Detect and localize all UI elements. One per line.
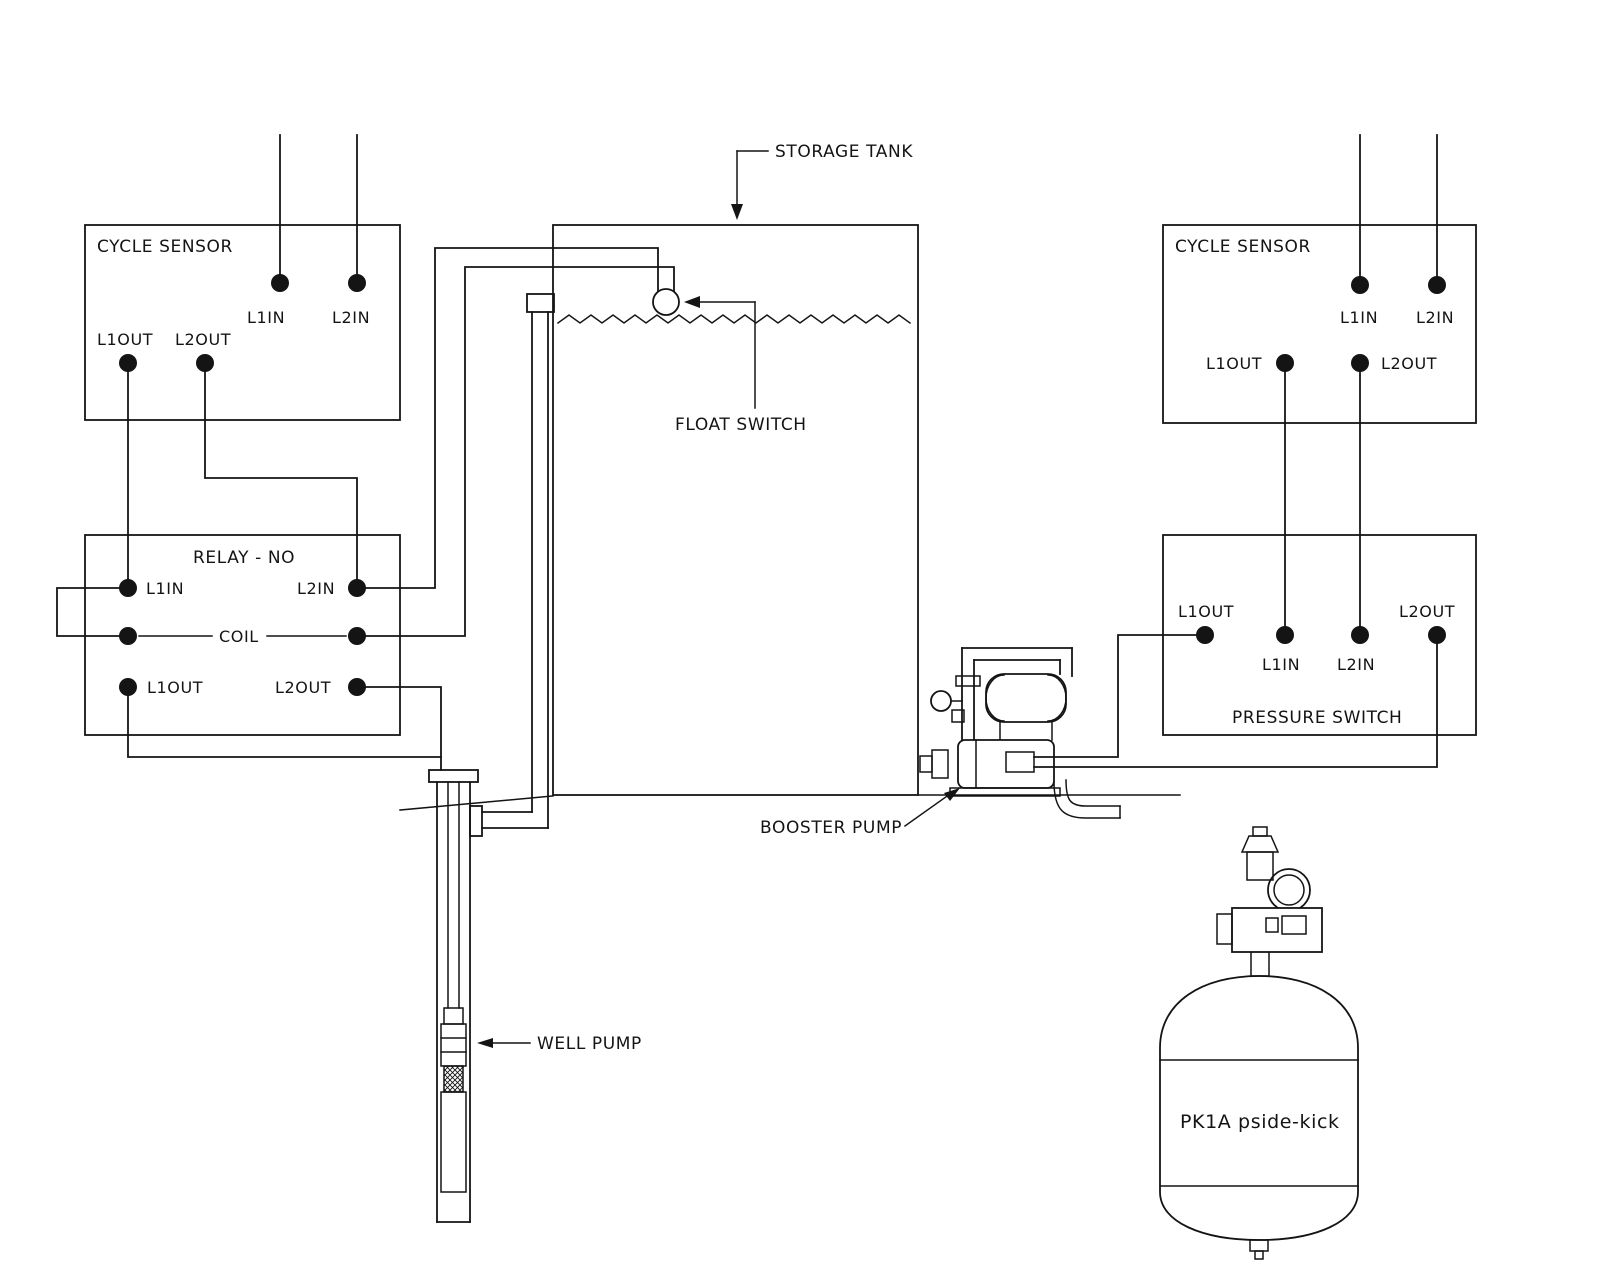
valve-bonnet <box>1246 851 1274 881</box>
pressure-gauge-small <box>930 690 952 712</box>
tank-drain-plug <box>1254 1250 1264 1260</box>
ps-label-l1in: L1IN <box>1262 655 1300 674</box>
motor-terminal-box <box>1005 751 1035 773</box>
tank-bottom-fitting <box>1249 1239 1269 1252</box>
booster-tank-cap-right <box>1047 674 1067 722</box>
cycle-sensor-right-title: CYCLE SENSOR <box>1175 237 1311 257</box>
valve-detail-a <box>1265 917 1279 933</box>
terminal-label-l1in: L1IN <box>247 308 285 327</box>
relay-title: RELAY - NO <box>193 548 295 568</box>
booster-tank-cap-left <box>985 674 1005 722</box>
booster-tank <box>985 673 1067 723</box>
cycle-sensor-left: CYCLE SENSOR L1IN L2IN L1OUT L2OUT <box>84 134 401 421</box>
float-switch: FLOAT SWITCH <box>652 288 807 435</box>
terminal-dot-l1in <box>1351 276 1369 294</box>
pitless-adapter-fitting <box>469 805 483 837</box>
storage-tank-label: STORAGE TANK <box>775 142 913 162</box>
relay-label-l2out: L2OUT <box>275 678 331 697</box>
pump-body-upper <box>440 1023 467 1067</box>
ps-label-l1out: L1OUT <box>1178 602 1234 621</box>
wire-l1in-to-coil-loop <box>56 587 129 637</box>
well-pump-label: WELL PUMP <box>537 1034 642 1054</box>
inlet-fitting-a <box>919 755 933 773</box>
ground <box>399 794 1181 811</box>
float-switch-arrowhead <box>684 296 700 308</box>
relay-box <box>84 534 401 736</box>
valve-inlet-bolt <box>1216 913 1233 945</box>
terminal-dot-l2in <box>1428 276 1446 294</box>
cycle-sensor-right-box <box>1162 224 1477 424</box>
pump-check-valve <box>443 1007 464 1025</box>
relay-label-l1out: L1OUT <box>147 678 203 697</box>
booster-pump: BOOSTER PUMP <box>760 647 1121 838</box>
wire-ps-l2out-to-booster <box>1033 634 1438 768</box>
ps-label-l2in: L2IN <box>1337 655 1375 674</box>
pipe-union-fitting <box>955 675 981 687</box>
well-pump-arrowhead <box>477 1038 493 1048</box>
valve-detail-b <box>1281 915 1307 935</box>
valve-body <box>1231 907 1323 953</box>
storage-tank-arrowhead <box>731 204 743 220</box>
terminal-label-l1out: L1OUT <box>1206 354 1262 373</box>
wire-sensor-l2out-to-relay-l2in <box>204 362 358 589</box>
well-casing-flange <box>428 769 479 783</box>
wiring-right <box>1033 362 1438 768</box>
side-kick-tank-outline <box>1159 975 1359 1241</box>
well-pump: WELL PUMP <box>428 769 642 1223</box>
storage-tank-outline <box>552 224 919 796</box>
terminal-label-l1out: L1OUT <box>97 330 153 349</box>
relay-label-coil: COIL <box>219 627 259 646</box>
terminal-label-l1in: L1IN <box>1340 308 1378 327</box>
pump-intake-screen <box>443 1065 464 1093</box>
relay-label-l1in: L1IN <box>146 579 184 598</box>
outlet-pipe-inner <box>1053 781 1121 819</box>
relief-valve-fitting <box>951 709 965 723</box>
valve-cap-top <box>1252 826 1268 837</box>
wire-coil-to-float-b <box>356 266 675 637</box>
terminal-label-l2in: L2IN <box>1416 308 1454 327</box>
cycle-sensor-left-box <box>84 224 401 421</box>
supply-pipe <box>469 293 555 837</box>
booster-pump-label: BOOSTER PUMP <box>760 818 902 838</box>
ps-label-l2out: L2OUT <box>1399 602 1455 621</box>
terminal-dot-l2in <box>348 274 366 292</box>
storage-tank: STORAGE TANK <box>552 142 919 796</box>
pressure-switch-title: PRESSURE SWITCH <box>1232 708 1402 728</box>
booster-pump-arrowhead <box>944 788 960 801</box>
wire-relay-to-float-a <box>356 247 659 589</box>
terminal-label-l2in: L2IN <box>332 308 370 327</box>
pipe-elbow-top <box>526 293 555 313</box>
side-kick-tank: PK1A pside-kick <box>1159 826 1359 1260</box>
inlet-fitting-b <box>931 749 949 779</box>
ground-line-left <box>399 795 554 811</box>
outlet-pipe-outer <box>1065 779 1121 807</box>
valve-cap <box>1240 835 1280 853</box>
pressure-switch: L1OUT L2OUT L1IN L2IN PRESSURE SWITCH <box>1162 534 1477 736</box>
wire-l1out-to-well-pump <box>127 686 442 758</box>
booster-pump-leader <box>903 792 952 828</box>
side-kick-label: PK1A pside-kick <box>1180 1111 1340 1133</box>
wiring-left <box>56 247 675 771</box>
valve-neck <box>1250 949 1270 977</box>
relay-no: RELAY - NO L1IN L2IN COIL L1OUT L2OUT <box>84 534 401 736</box>
wire-l2out-to-well-pump <box>356 686 442 771</box>
pressure-gauge-face <box>1273 874 1305 906</box>
wire-ps-l1out-to-booster <box>1033 634 1206 758</box>
terminal-label-l2out: L2OUT <box>1381 354 1437 373</box>
water-level-line <box>556 314 912 325</box>
cycle-sensor-left-title: CYCLE SENSOR <box>97 237 233 257</box>
terminal-dot-l1in <box>271 274 289 292</box>
float-switch-ball <box>652 288 680 316</box>
pump-motor-lower <box>440 1091 467 1193</box>
terminal-label-l2out: L2OUT <box>175 330 231 349</box>
cycle-sensor-right: CYCLE SENSOR L1IN L2IN L1OUT L2OUT <box>1162 134 1477 424</box>
float-switch-label: FLOAT SWITCH <box>675 415 807 435</box>
relay-label-l2in: L2IN <box>297 579 335 598</box>
